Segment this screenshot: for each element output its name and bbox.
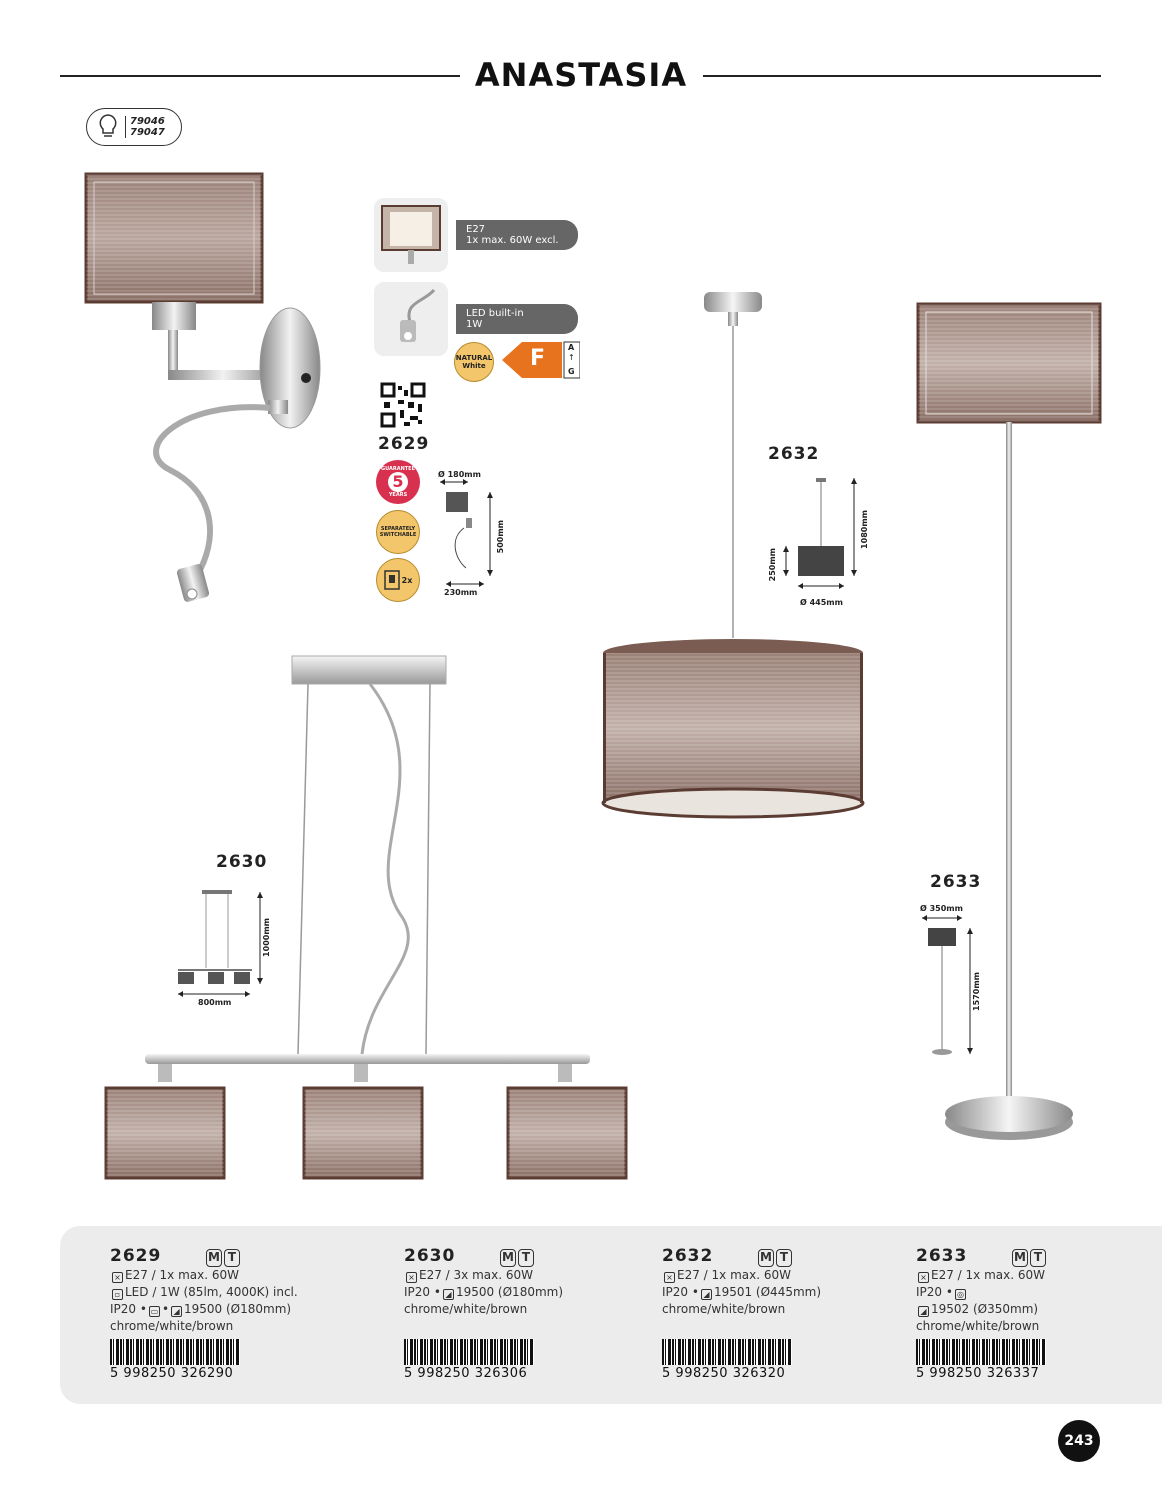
dim-diagram-2633	[922, 915, 973, 1055]
dim-2630-width: 800mm	[198, 998, 232, 1007]
floor-lamp-2633-image	[916, 302, 1102, 1140]
shade-icon: ◢	[442, 1288, 454, 1300]
pendant-lamp-2632-image	[601, 292, 865, 819]
dim-2629-width: Ø 180mm	[438, 470, 481, 479]
dim-diagram-2632	[783, 478, 857, 589]
title-rule-left	[60, 75, 460, 77]
dim-2629-height: 500mm	[496, 520, 505, 554]
page-title: ANASTASIA	[474, 56, 688, 94]
energy-top: A	[568, 343, 575, 352]
bulb-spec-icon: ×	[112, 1271, 123, 1283]
dim-2629-depth: 230mm	[444, 588, 478, 597]
natural-white-badge: NATURAL White	[454, 342, 494, 382]
shade-icon: ◢	[918, 1305, 929, 1317]
switch-icon	[383, 570, 400, 590]
barcode-number: 5 998250 326337	[916, 1365, 1040, 1381]
bulb-spec-icon: ×	[406, 1271, 417, 1283]
dim-diagram-2629	[440, 479, 493, 587]
product-number: 2629	[110, 1246, 162, 1266]
product-number: 2633	[916, 1246, 968, 1266]
dim-diagram-2630	[178, 890, 263, 997]
page-number: 243	[1058, 1420, 1100, 1462]
barcode-number: 5 998250 326320	[662, 1365, 786, 1381]
qr-code	[380, 382, 426, 428]
dim-2633-height: 1570mm	[972, 972, 981, 1011]
dim-2632-width: Ø 445mm	[800, 598, 843, 607]
bulb-code-2: 79047	[130, 127, 165, 138]
switch-badge: 2x	[376, 558, 420, 602]
dim-2633-width: Ø 350mm	[920, 904, 963, 913]
bulb-spec-icon: ×	[918, 1271, 929, 1283]
product-number: 2632	[662, 1246, 714, 1266]
barcode-number: 5 998250 326290	[110, 1365, 234, 1381]
spec-pill-led: LED built-in 1W	[456, 304, 578, 334]
spec-pill-e27: E27 1x max. 60W excl.	[456, 220, 578, 250]
wall-lamp-2629-image	[84, 172, 321, 602]
barcode	[404, 1338, 534, 1365]
energy-bottom: G	[568, 367, 575, 376]
energy-label: F A ↑ G	[502, 340, 580, 380]
guarantee-badge: GUARANTEE 5 YEARS	[376, 460, 420, 504]
title-rule-right	[703, 75, 1101, 77]
shade-icon: ◢	[171, 1305, 183, 1317]
bulb-badge: 79046 79047	[86, 108, 182, 146]
model-label-2632: 2632	[768, 444, 820, 464]
dim-2632-shade: 250mm	[768, 548, 777, 582]
energy-arrow: ↑	[568, 353, 575, 362]
bulb-icon	[99, 114, 117, 137]
product-info-panel	[60, 1226, 1162, 1404]
model-label-2633: 2633	[930, 872, 982, 892]
shade-thumbnail	[374, 198, 448, 272]
dim-2632-height: 1080mm	[860, 510, 869, 549]
mounting-icon: ▭	[148, 1305, 160, 1317]
bulb-code-1: 79046	[130, 116, 165, 127]
model-label-2629: 2629	[378, 434, 430, 454]
barcode-number: 5 998250 326306	[404, 1365, 528, 1381]
bulb-spec-icon: ×	[664, 1271, 675, 1283]
barcode	[110, 1338, 240, 1365]
separately-switchable-badge: SEPARATELY SWITCHABLE	[376, 510, 420, 554]
energy-class: F	[530, 346, 546, 371]
model-label-2630: 2630	[216, 852, 268, 872]
led-thumbnail	[374, 282, 448, 356]
led-spec-icon: ▫	[112, 1288, 123, 1300]
barcode	[662, 1338, 792, 1365]
product-number: 2630	[404, 1246, 456, 1266]
bar-pendant-2630-image	[104, 655, 628, 1180]
barcode	[916, 1338, 1046, 1365]
shade-icon: ◢	[700, 1288, 712, 1300]
dim-2630-height: 1000mm	[262, 918, 271, 957]
foot-switch-icon: ◎	[954, 1288, 966, 1300]
